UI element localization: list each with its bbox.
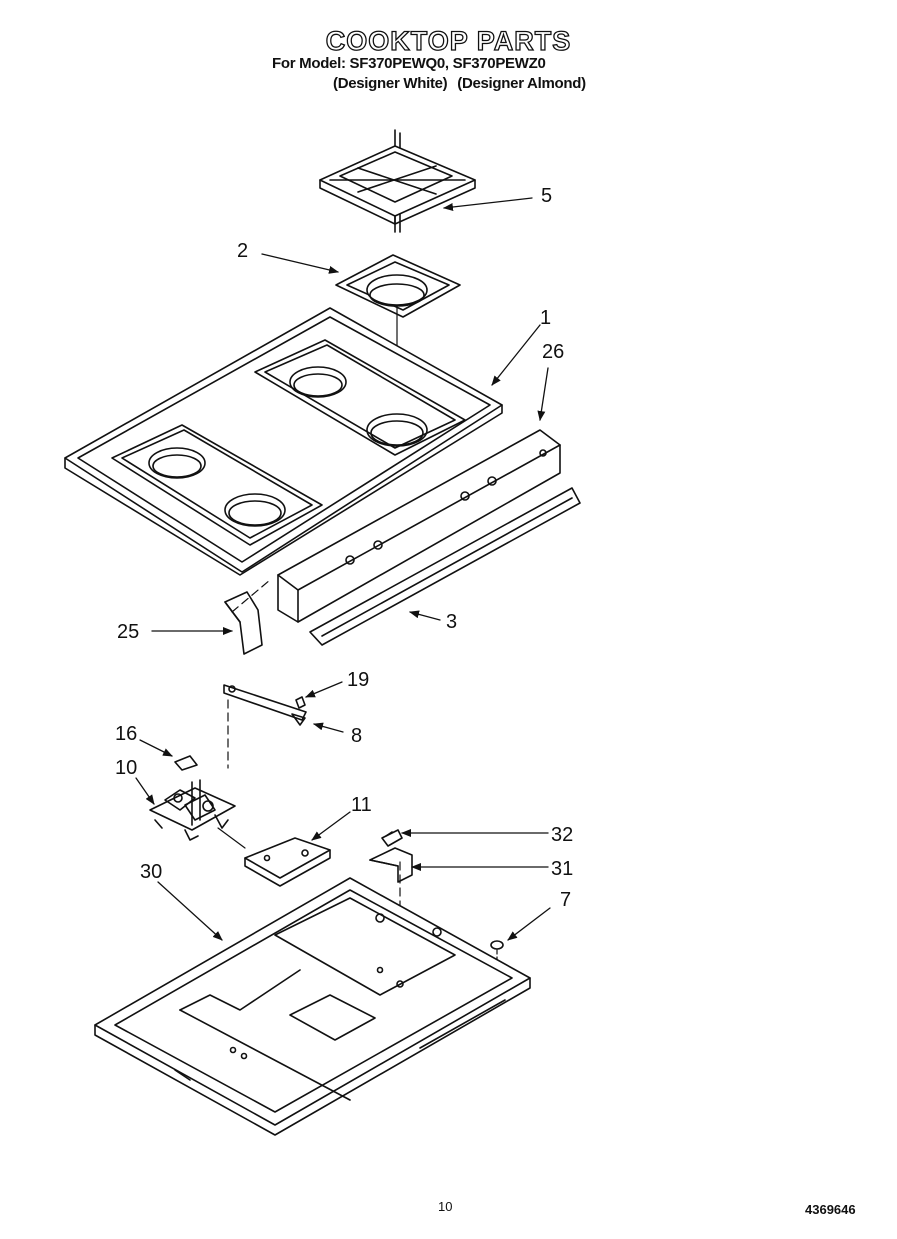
model-line: For Model: SF370PEWQ0, SF370PEWZ0 — [272, 55, 546, 72]
callout-11: 11 — [351, 794, 372, 816]
callout-10: 10 — [115, 757, 137, 779]
nut — [490, 940, 504, 976]
leader-lines — [135, 197, 551, 941]
callout-2: 2 — [237, 240, 248, 262]
burner-ring — [335, 254, 461, 399]
spark-module — [149, 779, 236, 841]
callout-32: 32 — [551, 824, 573, 846]
small-clip — [174, 755, 198, 771]
callout-25: 25 — [117, 621, 139, 643]
callout-1: 1 — [540, 307, 551, 329]
document-number: 4369646 — [805, 1202, 856, 1217]
callout-26: 26 — [542, 341, 564, 363]
burner-box — [94, 877, 531, 1136]
callout-7: 7 — [560, 889, 571, 911]
page-title: COOKTOP PARTS — [325, 25, 572, 56]
designer-white-label: (Designer White) — [333, 75, 448, 92]
callout-19: 19 — [347, 669, 369, 691]
callout-5: 5 — [541, 185, 552, 207]
callout-30: 30 — [140, 861, 162, 883]
mounting-plate — [217, 827, 331, 887]
callout-labels: 5 2 1 26 25 3 19 8 16 10 11 32 31 30 7 — [115, 185, 573, 911]
callout-16: 16 — [115, 723, 137, 745]
burner-grate — [319, 129, 476, 233]
designer-almond-label: (Designer Almond) — [457, 75, 586, 92]
end-cap — [224, 579, 271, 655]
bracket-clips — [369, 829, 413, 986]
cooktop — [64, 307, 503, 576]
callout-31: 31 — [551, 858, 573, 880]
callout-3: 3 — [446, 611, 457, 633]
page-number: 10 — [438, 1199, 453, 1214]
trim-strip — [309, 487, 581, 646]
designer-line: (Designer White) (Designer Almond) — [333, 75, 592, 92]
control-bracket — [277, 429, 561, 623]
callout-8: 8 — [351, 725, 362, 747]
igniter-rail — [223, 684, 307, 769]
